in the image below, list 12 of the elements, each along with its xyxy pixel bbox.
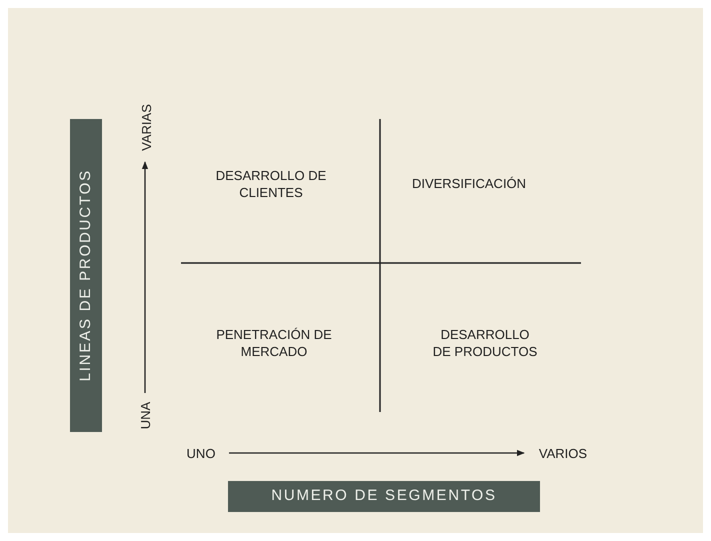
axis-title-bar [228, 481, 540, 512]
quadrant-label: DESARROLLO DE CLIENTES [214, 167, 328, 201]
axis-label: VARIOS [538, 444, 588, 462]
quadrant-label: DIVERSIFICACIÓN [412, 174, 526, 192]
quadrant-label: PENETRACIÓN DE MERCADO [215, 326, 333, 360]
axis-title: NUMERO DE SEGMENTOS [271, 486, 497, 506]
axis-label: UNO [186, 444, 216, 462]
axis-label: VARIAS [138, 104, 154, 150]
quadrant-label: DESARROLLO DE PRODUCTOS [432, 326, 538, 360]
axis-title-bar [70, 119, 102, 432]
axis-label: UNA [138, 401, 154, 429]
axis-title: LINEAS DE PRODUCTOS [76, 169, 95, 382]
